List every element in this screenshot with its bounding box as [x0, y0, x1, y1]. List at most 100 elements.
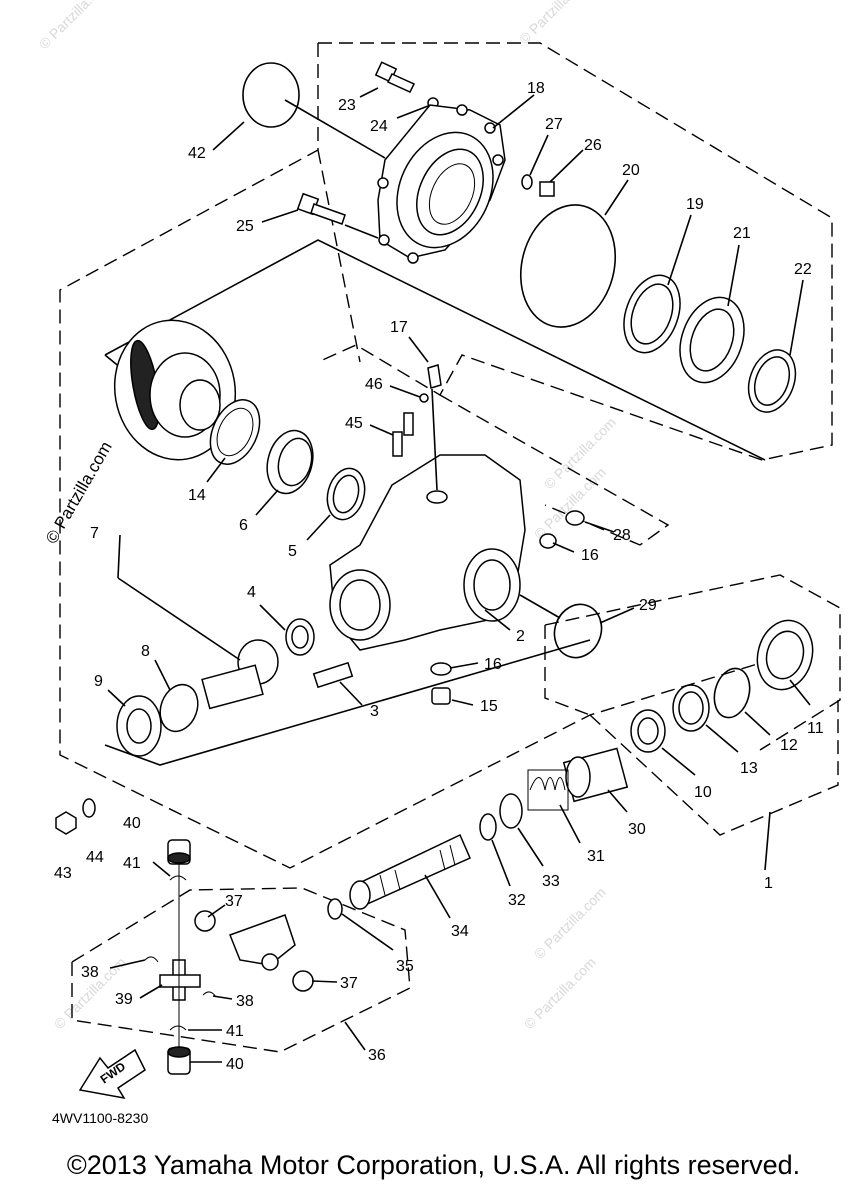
callout-20: 20 — [622, 162, 640, 179]
circlip-35 — [327, 898, 343, 920]
callout-29: 29 — [639, 597, 657, 614]
o-ring-29 — [553, 603, 603, 659]
pin-45-a — [392, 431, 403, 457]
callout-37-upper: 37 — [225, 893, 243, 910]
leader-lines — [107, 87, 811, 1063]
nut-43 — [55, 811, 77, 835]
watermark: © Partzilla.com — [531, 464, 609, 542]
callout-31: 31 — [587, 848, 605, 865]
callout-12: 12 — [780, 737, 798, 754]
circlip-41-upper — [169, 875, 187, 881]
callout-5: 5 — [288, 543, 297, 560]
callout-45: 45 — [345, 415, 363, 432]
callout-41-lower: 41 — [226, 1023, 244, 1040]
callout-44: 44 — [86, 849, 104, 866]
bearing-cup-40-upper — [167, 839, 191, 865]
callout-10: 10 — [694, 784, 712, 801]
callout-43: 43 — [54, 865, 72, 882]
oil-seal-5 — [326, 467, 366, 521]
bearing-4 — [285, 618, 315, 656]
callout-40-upper: 40 — [123, 815, 141, 832]
callout-38-right: 38 — [236, 993, 254, 1010]
circlip-38-left — [144, 956, 159, 963]
diagram-code: 4WV1100-8230 — [52, 1110, 149, 1126]
washer-33 — [499, 793, 523, 829]
callout-33: 33 — [542, 873, 560, 890]
spring-31 — [527, 769, 569, 811]
copyright-notice: ©2013 Yamaha Motor Corporation, U.S.A. A… — [66, 1150, 801, 1180]
callout-9: 9 — [94, 673, 103, 690]
callout-26: 26 — [584, 137, 602, 154]
bearing-9 — [116, 695, 162, 757]
callout-17: 17 — [390, 319, 408, 336]
bolt-25 — [296, 192, 346, 225]
drive-shaft-34 — [349, 833, 471, 910]
callout-32: 32 — [508, 892, 526, 909]
callout-23: 23 — [338, 97, 356, 114]
callout-11: 11 — [807, 720, 824, 737]
bearing-housing-18 — [377, 104, 506, 264]
o-ring-20 — [519, 204, 617, 328]
bolt-26 — [539, 181, 555, 197]
gear-case-2 — [329, 454, 526, 651]
stud-3 — [312, 661, 354, 689]
callout-40-lower: 40 — [226, 1056, 244, 1073]
circlip-32 — [479, 813, 497, 841]
callout-labels: 1 2 3 4 5 6 7 8 9 10 11 12 13 14 15 16 1… — [54, 80, 824, 1073]
callout-13: 13 — [740, 760, 758, 777]
clip-46 — [419, 393, 429, 403]
callout-36: 36 — [368, 1047, 386, 1064]
bearing-6 — [266, 429, 314, 495]
collar-10 — [630, 709, 666, 753]
watermark: © Partzilla.com — [531, 884, 609, 962]
callout-25: 25 — [236, 218, 254, 235]
watermark: © Partzilla.com — [42, 438, 116, 547]
spider-39 — [159, 959, 201, 1001]
bearing-cup-37-lower — [292, 970, 314, 992]
pinion-gear-7 — [201, 639, 279, 710]
callout-22: 22 — [794, 261, 812, 278]
callout-21: 21 — [733, 225, 751, 242]
callout-46: 46 — [365, 376, 383, 393]
callout-41-upper: 41 — [123, 855, 141, 872]
watermark: © Partzilla.com — [521, 954, 599, 1032]
callout-14: 14 — [188, 487, 206, 504]
bolt-23 — [374, 61, 416, 93]
washer-27 — [521, 174, 533, 190]
callout-37-lower: 37 — [340, 975, 358, 992]
callout-30: 30 — [628, 821, 646, 838]
callout-1: 1 — [764, 875, 773, 892]
gasket-16-upper — [539, 533, 557, 549]
circlip-41-lower — [169, 1025, 187, 1031]
callout-27: 27 — [545, 116, 563, 133]
callout-24: 24 — [370, 118, 388, 135]
sleeve-30 — [562, 747, 629, 803]
drain-plug-28 — [565, 510, 585, 526]
watermarks: © Partzilla.com © Partzilla.com © Partzi… — [36, 0, 619, 1032]
ring-gear-assembly — [113, 319, 237, 461]
thrust-washer-14 — [209, 399, 261, 465]
callout-8: 8 — [141, 643, 150, 660]
callout-2: 2 — [516, 628, 525, 645]
callout-19: 19 — [686, 196, 704, 213]
callout-18: 18 — [527, 80, 545, 97]
yoke-36 — [229, 914, 296, 971]
pin-45-b — [403, 412, 414, 436]
circlip-22 — [747, 349, 797, 413]
callout-3: 3 — [370, 703, 379, 720]
o-ring-42 — [242, 62, 300, 128]
oil-seal-19 — [623, 274, 681, 354]
callout-42: 42 — [188, 145, 206, 162]
bearing-21 — [679, 296, 745, 384]
shim-8 — [159, 683, 199, 733]
callout-28: 28 — [613, 527, 631, 544]
washer-44 — [82, 798, 96, 818]
oil-seal-13 — [672, 684, 710, 732]
breather-17 — [427, 364, 442, 389]
assembly-outlines — [59, 42, 841, 1053]
callout-34: 34 — [451, 923, 469, 940]
watermark: © Partzilla.com — [36, 0, 114, 52]
fwd-arrow-icon: FWD — [78, 1048, 146, 1100]
callout-4: 4 — [247, 584, 256, 601]
o-ring-12 — [713, 667, 751, 719]
